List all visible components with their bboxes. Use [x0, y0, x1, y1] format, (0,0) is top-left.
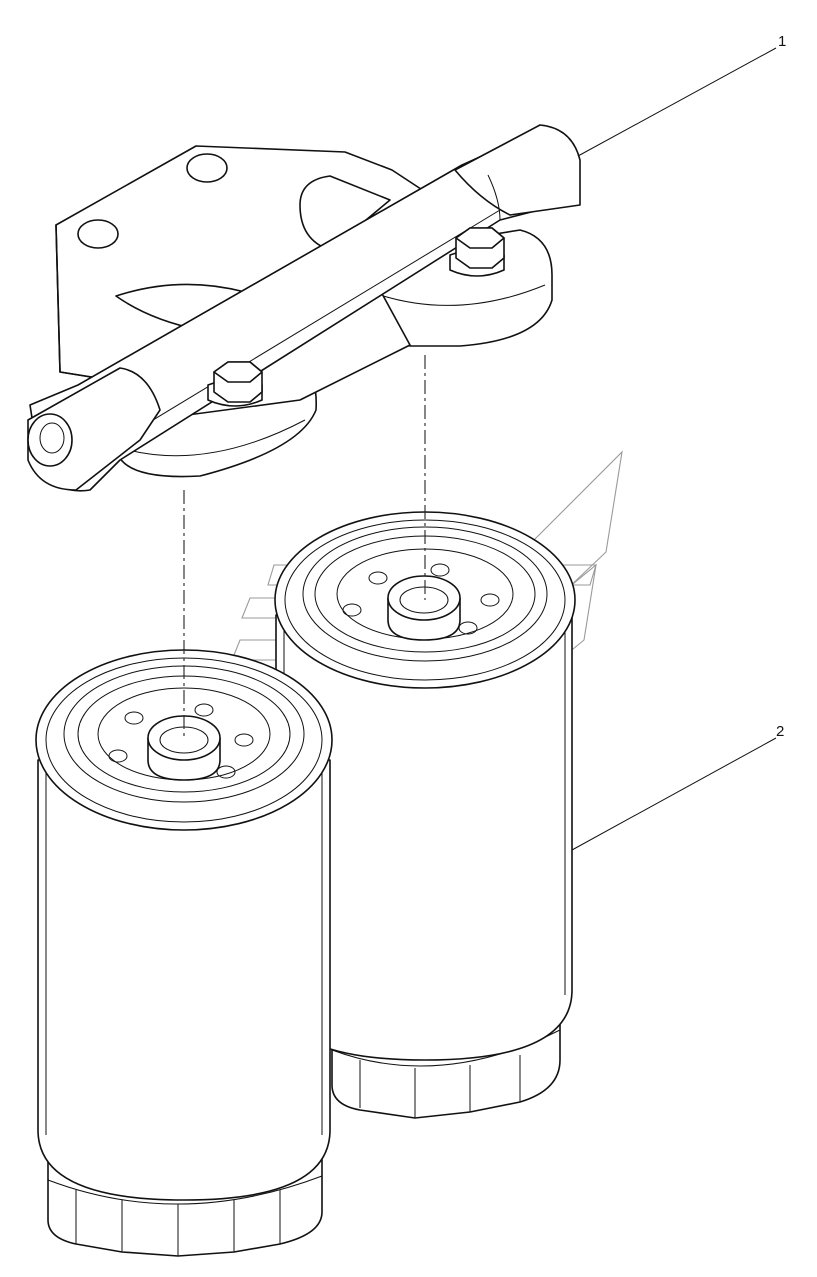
- callout-1: 1: [778, 33, 786, 50]
- hex-bolt-right: [449, 227, 505, 277]
- filter-head-bracket: [27, 124, 581, 492]
- filter-cartridge-left: [35, 649, 333, 1257]
- callout-2: 2: [776, 723, 784, 740]
- leader-line-1: [577, 47, 777, 157]
- filter-cartridge-right: [274, 511, 576, 1119]
- leader-line-2: [571, 737, 777, 851]
- hex-bolt-left: [207, 361, 263, 407]
